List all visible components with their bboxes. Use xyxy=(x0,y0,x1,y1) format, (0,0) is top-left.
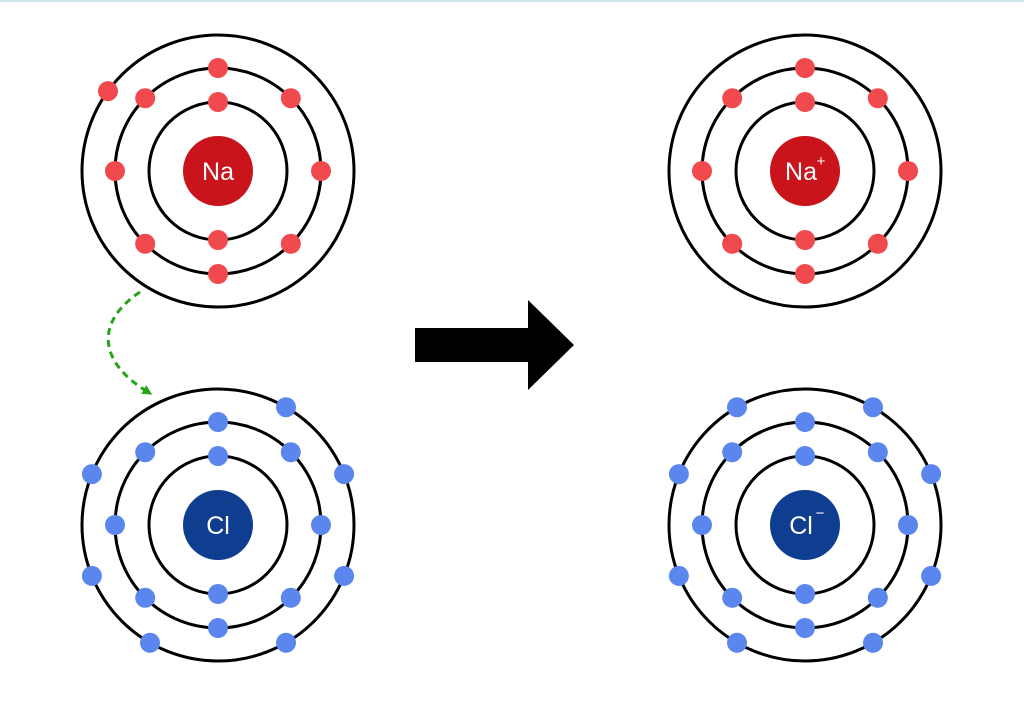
cl-atom-electron-shell2-8 xyxy=(135,442,156,463)
na-atom-shell-3 xyxy=(80,33,356,309)
cl-atom-electron-shell2-4 xyxy=(280,587,301,608)
cl-ion-charge: − xyxy=(816,505,825,522)
cl-atom-nucleus xyxy=(183,490,253,560)
cl-ion-electron-shell3-5 xyxy=(727,632,747,653)
cl-ion-electron-shell3-3 xyxy=(921,565,942,586)
top-border-line xyxy=(0,0,1024,2)
na-ion-electron-shell2-4 xyxy=(867,233,888,254)
cl-ion-electron-shell2-6 xyxy=(722,587,743,608)
cl-atom-electron-shell3-7 xyxy=(81,464,102,485)
na-atom-electron-shell2-2 xyxy=(280,88,301,109)
na-atom-electron-shell2-1 xyxy=(208,58,228,78)
cl-ion-electron-shell2-4 xyxy=(867,587,888,608)
cl-ion-nucleus xyxy=(770,490,840,560)
na-ion-symbol: Na xyxy=(785,158,817,186)
na-ion-electron-shell1-2 xyxy=(795,230,815,250)
cl-ion-electron-shell3-1 xyxy=(863,397,883,418)
na-atom-electron-shell3-1 xyxy=(98,81,118,102)
cl-atom-electron-shell3-3 xyxy=(334,565,355,586)
cl-ion-electron-shell3-6 xyxy=(668,565,689,586)
na-ion-electron-shell2-5 xyxy=(795,264,815,284)
na-ion-shell-3 xyxy=(667,33,943,309)
cl-atom-electron-shell1-2 xyxy=(208,584,228,604)
na-ion-nucleus xyxy=(770,136,840,206)
cl-atom-electrons xyxy=(81,397,355,653)
na-ion-electron-shell2-1 xyxy=(795,58,815,78)
cl-atom-electron-shell2-7 xyxy=(105,515,125,535)
na-atom-electron-shell2-4 xyxy=(280,233,301,254)
na-ion-electrons xyxy=(692,58,918,284)
na-ion-electron-shell2-3 xyxy=(898,161,918,181)
na-ion-electron-shell2-8 xyxy=(722,88,743,109)
sodium-atom: Na xyxy=(80,33,356,309)
na-ion-electron-shell2-6 xyxy=(722,233,743,254)
electron-transfer-arrow xyxy=(106,290,153,395)
na-atom-electron-shell1-1 xyxy=(208,92,228,112)
na-atom-symbol: Na xyxy=(202,158,234,186)
cl-atom-electron-shell2-2 xyxy=(280,442,301,463)
cl-ion-electron-shell3-2 xyxy=(921,464,942,485)
cl-atom-electron-shell2-1 xyxy=(208,412,228,432)
cl-ion-electron-shell1-1 xyxy=(795,446,815,466)
na-atom-electron-shell1-2 xyxy=(208,230,228,250)
cl-ion-shell-3 xyxy=(667,387,943,663)
na-ion-electron-shell2-7 xyxy=(692,161,712,181)
na-ion-electron-shell1-1 xyxy=(795,92,815,112)
cl-ion-electron-shell1-2 xyxy=(795,584,815,604)
na-atom-electron-shell2-7 xyxy=(105,161,125,181)
na-atom-electron-shell2-6 xyxy=(135,233,156,254)
chloride-ion: Cl − xyxy=(667,387,943,663)
chlorine-atom: Cl xyxy=(80,387,356,663)
na-atom-electron-shell2-3 xyxy=(311,161,331,181)
cl-atom-electron-shell2-3 xyxy=(311,515,331,535)
reaction-arrow xyxy=(415,300,574,390)
cl-atom-electron-shell3-6 xyxy=(81,565,102,586)
cl-atom-electron-shell3-4 xyxy=(276,632,296,653)
na-ion-charge: + xyxy=(817,153,826,170)
cl-ion-symbol: Cl xyxy=(789,512,813,540)
sodium-ion: Na + xyxy=(667,33,943,309)
cl-atom-electron-shell3-5 xyxy=(140,632,160,653)
cl-ion-electrons xyxy=(668,397,942,653)
cl-ion-electron-shell3-7 xyxy=(668,464,689,485)
cl-atom-electron-shell1-1 xyxy=(208,446,228,466)
cl-ion-electron-shell2-1 xyxy=(795,412,815,432)
cl-ion-electron-shell3-4 xyxy=(863,632,883,653)
cl-atom-electron-shell3-2 xyxy=(334,464,355,485)
cl-atom-shell-3 xyxy=(80,387,356,663)
na-ion-electron-shell2-2 xyxy=(867,88,888,109)
na-atom-electrons xyxy=(98,58,331,284)
na-atom-nucleus xyxy=(183,136,253,206)
cl-ion-electron-shell2-3 xyxy=(898,515,918,535)
cl-ion-electron-shell3-8 xyxy=(727,397,747,418)
cl-ion-electron-shell2-5 xyxy=(795,618,815,638)
cl-ion-electron-shell2-7 xyxy=(692,515,712,535)
cl-atom-electron-shell2-6 xyxy=(135,587,156,608)
cl-atom-electron-shell3-1 xyxy=(276,397,296,418)
na-atom-electron-shell2-8 xyxy=(135,88,156,109)
cl-atom-electron-shell2-5 xyxy=(208,618,228,638)
na-atom-electron-shell2-5 xyxy=(208,264,228,284)
cl-ion-electron-shell2-2 xyxy=(867,442,888,463)
cl-ion-electron-shell2-8 xyxy=(722,442,743,463)
cl-atom-symbol: Cl xyxy=(206,512,230,540)
